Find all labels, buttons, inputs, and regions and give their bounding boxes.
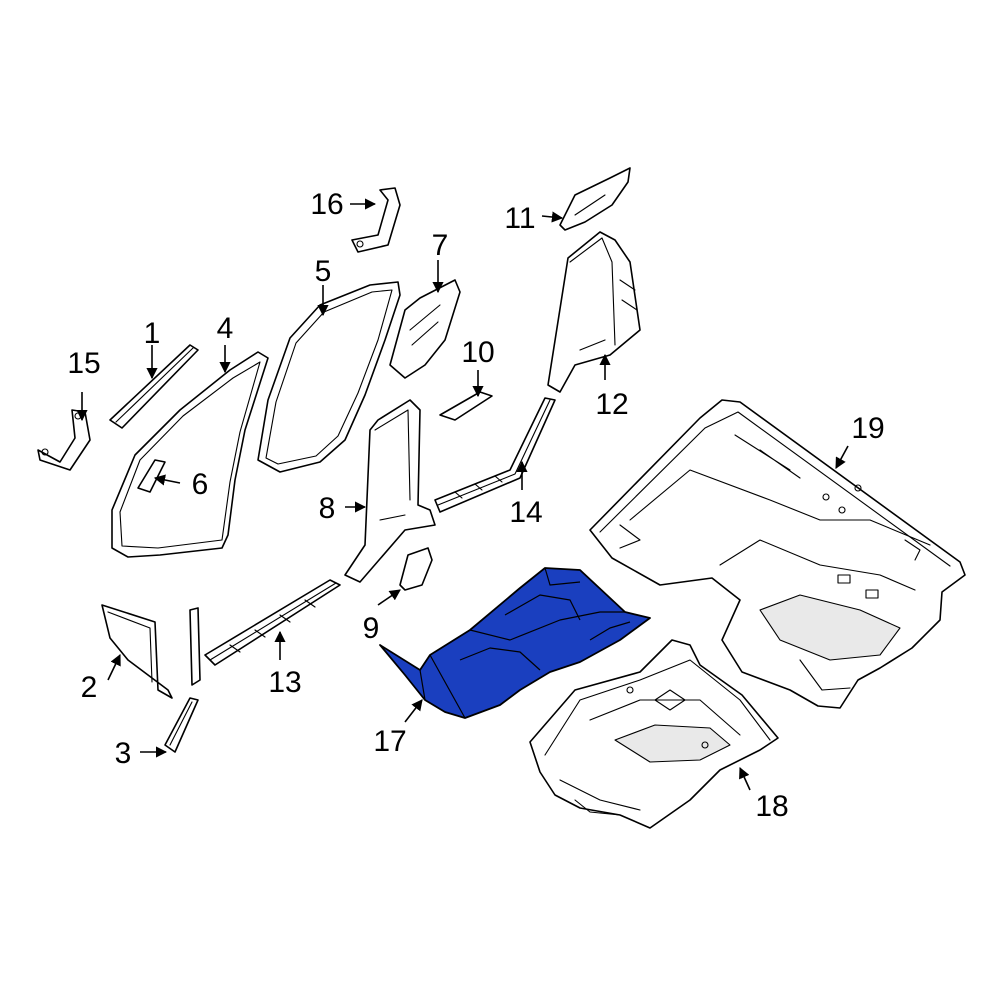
callout-16[interactable]: 16 <box>310 188 343 221</box>
callout-5[interactable]: 5 <box>315 255 332 288</box>
callout-4[interactable]: 4 <box>217 312 234 345</box>
callout-6[interactable]: 6 <box>192 468 209 501</box>
part-12-rear-pillar-trim[interactable] <box>547 231 641 393</box>
callout-17[interactable]: 17 <box>373 725 406 758</box>
part-6-grab-handle[interactable] <box>137 459 166 493</box>
part-4-front-door-weatherstrip[interactable] <box>111 351 269 558</box>
callout-14[interactable]: 14 <box>509 496 542 529</box>
part-7-center-pillar-upper-trim[interactable] <box>389 279 461 379</box>
part-1-front-pillar-trim[interactable] <box>109 344 199 429</box>
part-18-front-floor-carpet[interactable] <box>529 639 779 829</box>
part-5-rear-door-weatherstrip[interactable] <box>257 281 401 473</box>
part-10-pad[interactable] <box>439 391 493 421</box>
leader-6 <box>153 474 181 486</box>
callout-19[interactable]: 19 <box>851 412 884 445</box>
callout-11[interactable]: 11 <box>504 202 535 235</box>
part-3-bracket[interactable] <box>164 697 199 753</box>
callout-12[interactable]: 12 <box>595 388 628 421</box>
leader-2 <box>107 653 121 681</box>
callout-labels: 1 2 3 4 5 6 7 8 9 10 11 12 13 14 15 16 1… <box>67 188 884 823</box>
leader-18 <box>739 766 751 791</box>
part-14-rear-scuff-plate[interactable] <box>434 397 556 513</box>
part-2-kick-panel[interactable] <box>101 604 173 699</box>
part-kick-trim[interactable] <box>189 607 201 686</box>
callout-8[interactable]: 8 <box>319 492 336 525</box>
part-9-bracket[interactable] <box>399 547 433 591</box>
leader-19 <box>835 445 849 469</box>
callout-1[interactable]: 1 <box>144 317 161 350</box>
leader-lines <box>76 198 849 791</box>
callout-10[interactable]: 10 <box>461 336 494 369</box>
leader-11 <box>541 211 564 223</box>
callout-3[interactable]: 3 <box>115 737 132 770</box>
part-19-rear-floor-carpet[interactable] <box>589 399 966 709</box>
callout-15[interactable]: 15 <box>67 347 100 380</box>
callout-18[interactable]: 18 <box>755 790 788 823</box>
callout-7[interactable]: 7 <box>432 229 449 262</box>
part-17-floor-insulator[interactable] <box>379 567 651 719</box>
callout-13[interactable]: 13 <box>268 666 301 699</box>
callout-9[interactable]: 9 <box>363 612 380 645</box>
part-13-front-scuff-plate[interactable] <box>204 579 341 666</box>
leader-17 <box>404 699 423 723</box>
part-11-upper-rear-pillar-trim[interactable] <box>559 167 631 231</box>
part-16-assist-grip[interactable] <box>351 187 401 253</box>
leader-9 <box>377 589 401 606</box>
callout-2[interactable]: 2 <box>81 671 98 704</box>
part-8-center-pillar-lower-trim[interactable] <box>344 399 436 583</box>
